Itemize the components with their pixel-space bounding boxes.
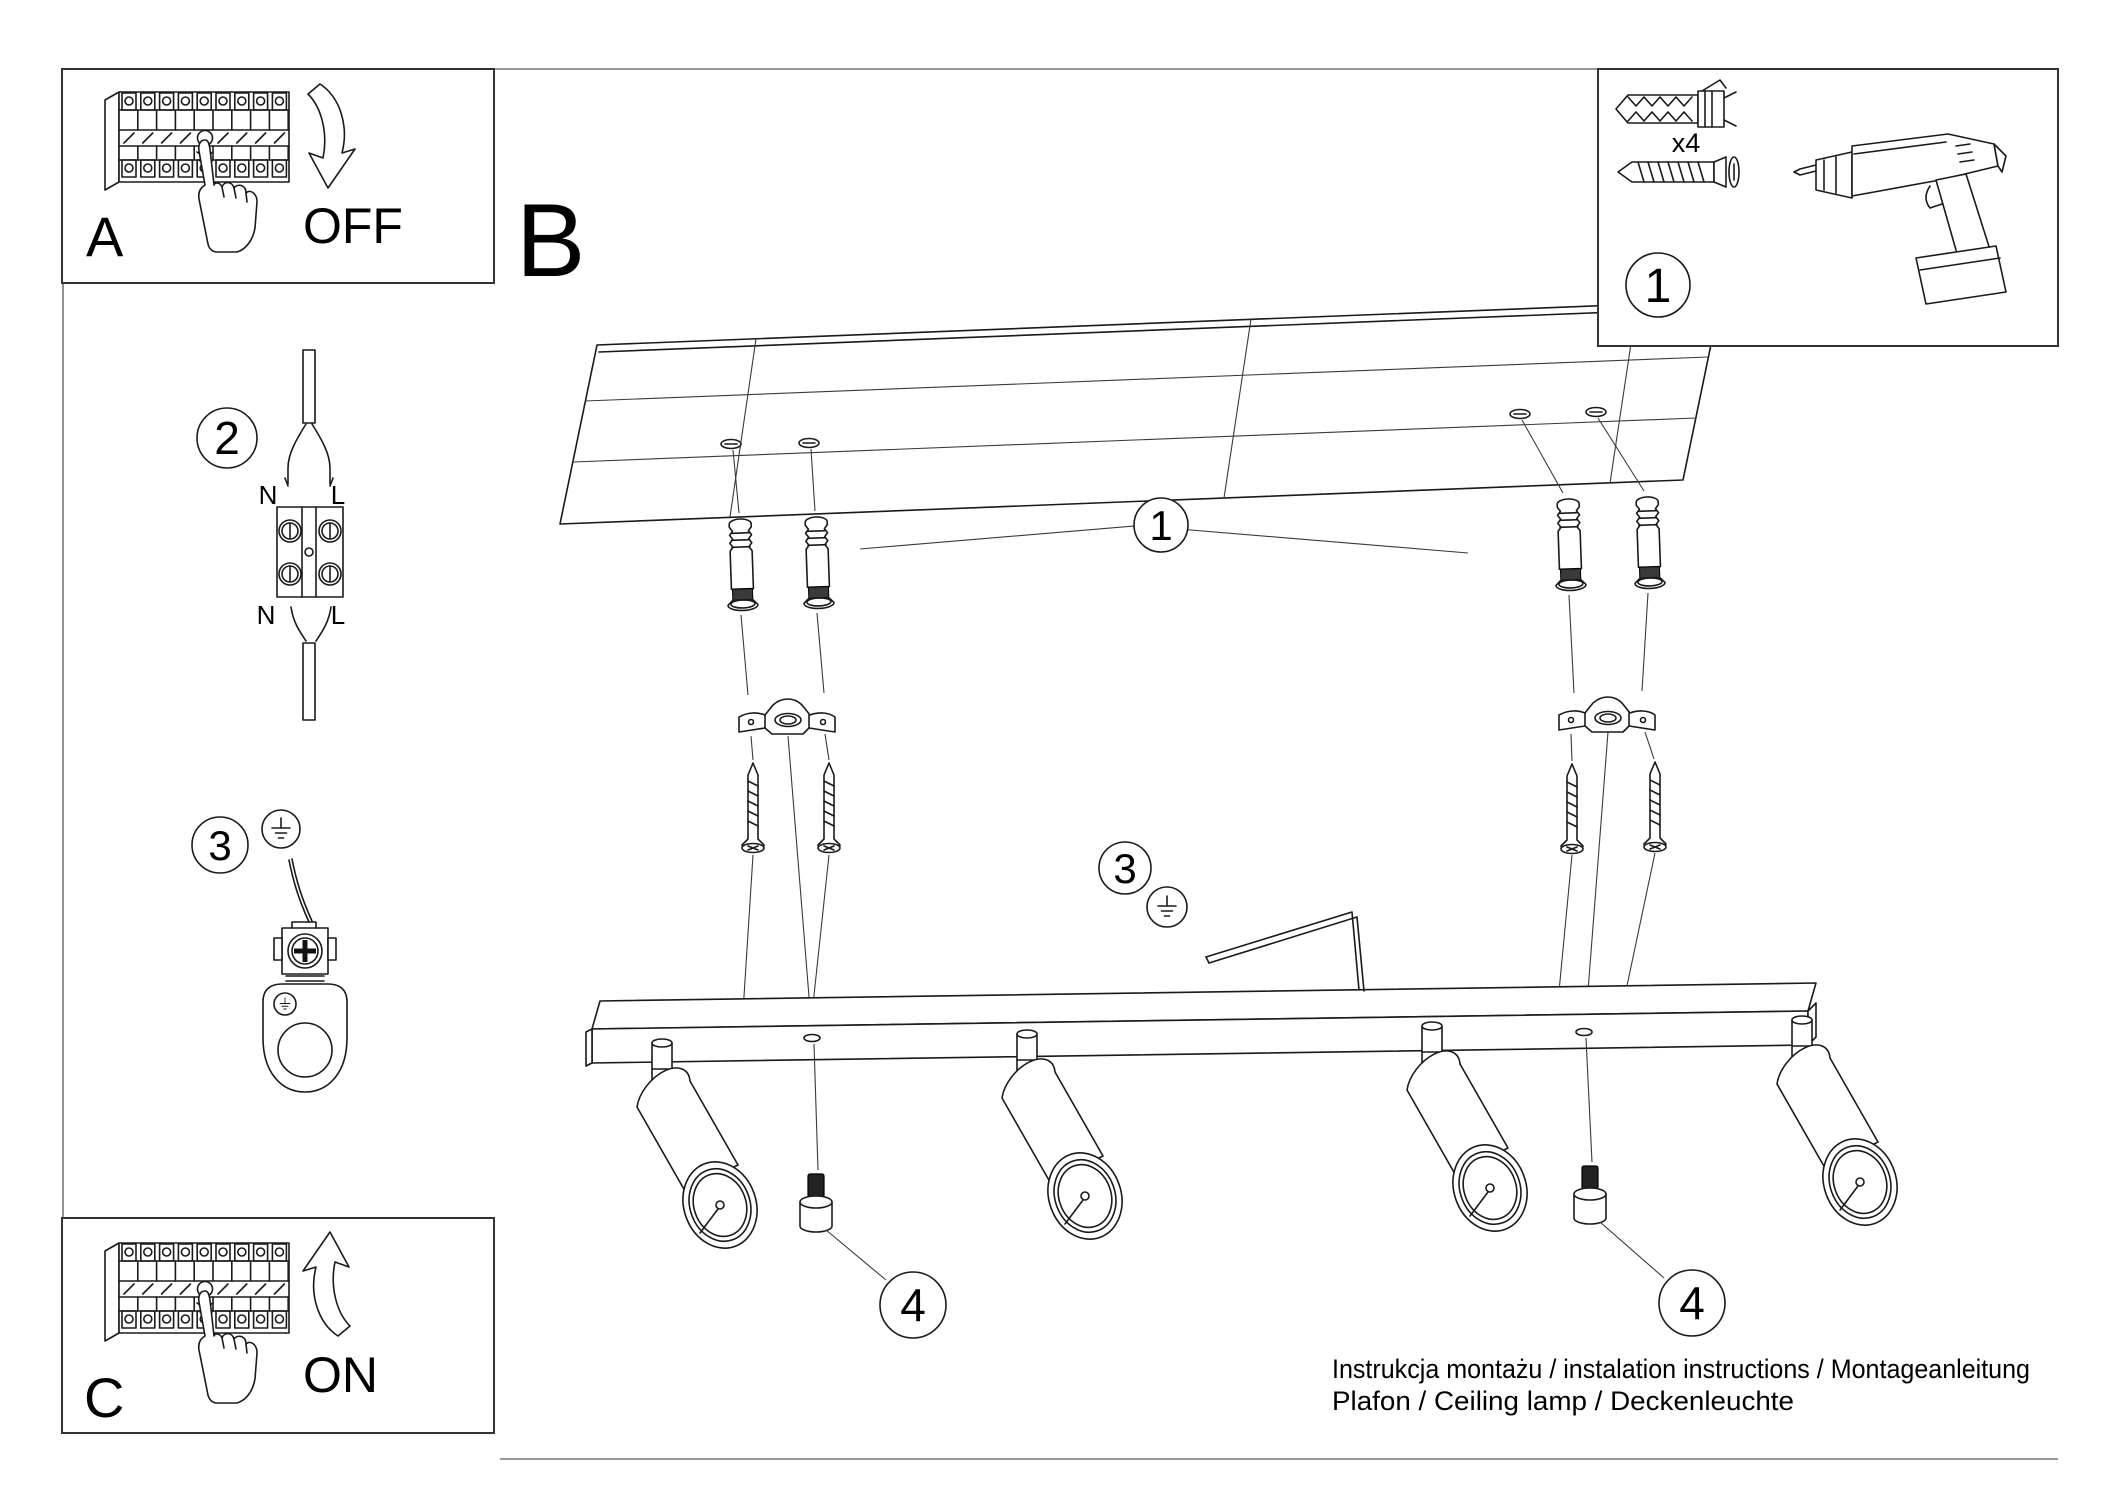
ceiling-hole: [798, 437, 820, 449]
mounting-bar: [585, 982, 1817, 1067]
panel-c-action: ON: [303, 1347, 378, 1403]
callout-ground-number: 3: [1113, 845, 1136, 892]
callout-screw-left-number: 4: [900, 1279, 926, 1331]
bar-screw-hole: [803, 1033, 821, 1043]
screw-cap: [1573, 1187, 1607, 1225]
circuit-breaker-panel-on: [105, 1231, 351, 1404]
wall-plug-horizontal: [1615, 79, 1737, 128]
callout-leader: [1599, 1221, 1665, 1279]
terminal-label-n-top: N: [259, 480, 278, 510]
callout-screw-right: [1658, 1269, 1726, 1337]
spotlight-head: [1001, 1029, 1135, 1251]
terminal-label-l-bottom: L: [331, 600, 345, 630]
callout-anchors-number: 1: [1149, 502, 1172, 549]
mounting-bracket: [1558, 696, 1656, 733]
ground-clamp: [273, 921, 337, 987]
callout-wiring: [196, 407, 258, 469]
earth-ground-icon: [1146, 886, 1188, 928]
assembly-leader-lines: [740, 592, 1656, 1035]
callout-screw-right-number: 4: [1679, 1277, 1705, 1329]
ceiling: [559, 300, 1721, 525]
footer-line-1: Instrukcja montażu / instalation instruc…: [1332, 1354, 2030, 1384]
wall-plugs: [724, 495, 1666, 612]
spotlight-head: [1406, 1021, 1540, 1243]
ceiling-hole: [1585, 406, 1607, 418]
panel-a-action: OFF: [303, 198, 403, 254]
bar-screw-hole: [1575, 1027, 1593, 1037]
callout-wiring-number: 2: [214, 412, 240, 464]
spotlight-head: [636, 1038, 770, 1260]
spotlight-head: [1776, 1015, 1910, 1237]
callout-leader: [825, 1229, 887, 1281]
ceiling-hole: [720, 438, 742, 450]
panel-a-label: A: [86, 205, 124, 268]
screw-horizontal: [1617, 156, 1740, 188]
callout-parts: [1625, 252, 1691, 318]
parts-content: [1615, 79, 2007, 318]
callout-ground: [1098, 841, 1152, 895]
panel-b-label: B: [516, 183, 585, 299]
drill-icon: [1793, 133, 2007, 305]
circuit-breaker-panel-off: [105, 83, 356, 253]
mounting-bracket: [738, 698, 836, 735]
quantity-label: x4: [1672, 128, 1701, 158]
callout-anchors: [859, 497, 1469, 554]
wiring-step: [196, 349, 344, 721]
earth-ground-icon: [261, 809, 301, 849]
screw-leader: [813, 1043, 819, 1171]
terminal-label-l-top: L: [331, 480, 345, 510]
ground-wire: [288, 859, 310, 923]
arrow-down-icon: [307, 83, 356, 189]
callout-parts-number: 1: [1645, 260, 1672, 313]
callout-grounding: [191, 816, 249, 874]
panel-c-label: C: [84, 1366, 124, 1429]
ground-wire: [1205, 911, 1365, 992]
callout-grounding-number: 3: [208, 822, 231, 869]
ceiling-hole: [1509, 408, 1531, 420]
arrow-up-icon: [302, 1231, 351, 1337]
terminal-block: [276, 506, 344, 598]
footer-line-2: Plafon / Ceiling lamp / Deckenleuchte: [1332, 1386, 1794, 1416]
hole-leader-lines: [732, 417, 1645, 514]
lamp-cable-bottom: [290, 606, 332, 721]
mounting-screws: [741, 761, 1667, 855]
screw-cap: [799, 1195, 833, 1233]
adjustment-screw: [807, 1173, 825, 1199]
mounting-ring: [262, 983, 348, 1093]
adjustment-screw: [1581, 1165, 1599, 1191]
mains-cable-top: [284, 349, 334, 487]
callout-screw-left: [879, 1271, 947, 1339]
grounding-step: [191, 809, 348, 1093]
screw-leader: [1585, 1037, 1593, 1163]
terminal-label-n-bottom: N: [257, 600, 276, 630]
